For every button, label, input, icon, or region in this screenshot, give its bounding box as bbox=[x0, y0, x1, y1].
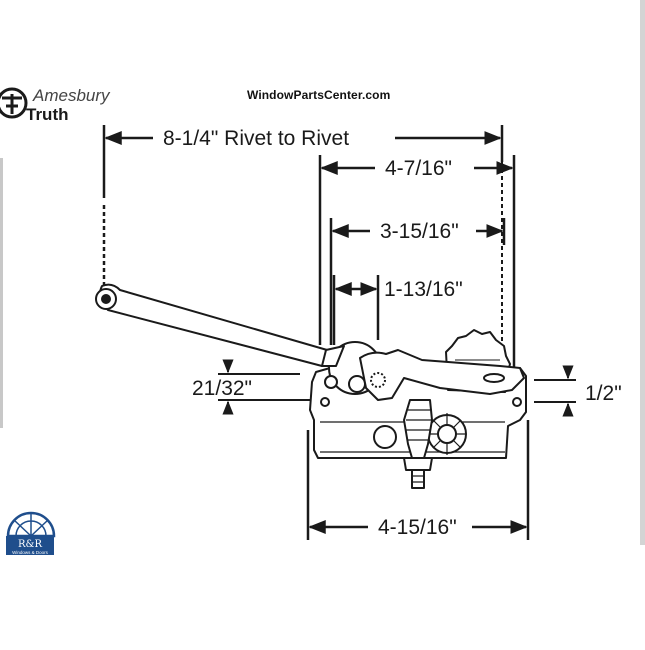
dealer-logo-arch bbox=[6, 511, 56, 538]
dim-label-3-15-16: 3-15/16" bbox=[380, 220, 459, 243]
pivot-screw-icon bbox=[324, 375, 338, 389]
left-edge-tab bbox=[0, 158, 3, 428]
brand-line1: Amesbury bbox=[32, 86, 111, 105]
dealer-logo: R&R Windows & Doors bbox=[6, 511, 56, 555]
mount-screw-left-icon bbox=[320, 397, 330, 407]
amesbury-truth-logo: Amesbury Truth bbox=[0, 86, 111, 124]
spline-grooves bbox=[412, 475, 424, 483]
dim-label-1-13-16: 1-13/16" bbox=[384, 278, 463, 301]
worm-thread bbox=[406, 409, 432, 441]
dim-label-rivet-to-rivet: 8-1/4" Rivet to Rivet bbox=[163, 127, 349, 150]
site-watermark: WindowPartsCenter.com bbox=[247, 88, 391, 102]
arm-collar bbox=[321, 345, 345, 367]
spline-shaft bbox=[411, 469, 425, 489]
short-arm bbox=[359, 349, 525, 401]
dim-label-21-32: 21/32" bbox=[192, 377, 252, 400]
small-gear-hub-icon bbox=[437, 424, 457, 444]
spline-collar bbox=[403, 457, 433, 471]
short-arm-rivet-icon bbox=[370, 372, 386, 388]
arm-rivet-center-icon bbox=[101, 294, 111, 304]
window-operator-drawing bbox=[95, 283, 527, 489]
dealer-logo-tagline: Windows & Doors bbox=[12, 550, 49, 555]
dealer-logo-initials: R&R bbox=[18, 539, 42, 550]
mount-screw-right-icon bbox=[512, 397, 522, 407]
dim-label-4-15-16: 4-15/16" bbox=[378, 516, 457, 539]
brand-line2: Truth bbox=[26, 105, 69, 124]
dim-label-4-7-16: 4-7/16" bbox=[385, 157, 452, 180]
dim-label-1-2: 1/2" bbox=[585, 382, 622, 405]
base-hole-icon bbox=[373, 425, 397, 449]
long-arm bbox=[99, 283, 335, 367]
dealer-logo-bar bbox=[6, 536, 54, 555]
dealer-logo-muntins bbox=[13, 513, 49, 537]
right-edge-tab bbox=[640, 0, 645, 545]
pivot-boss-icon bbox=[348, 375, 366, 393]
short-arm-slot-icon bbox=[483, 373, 505, 383]
